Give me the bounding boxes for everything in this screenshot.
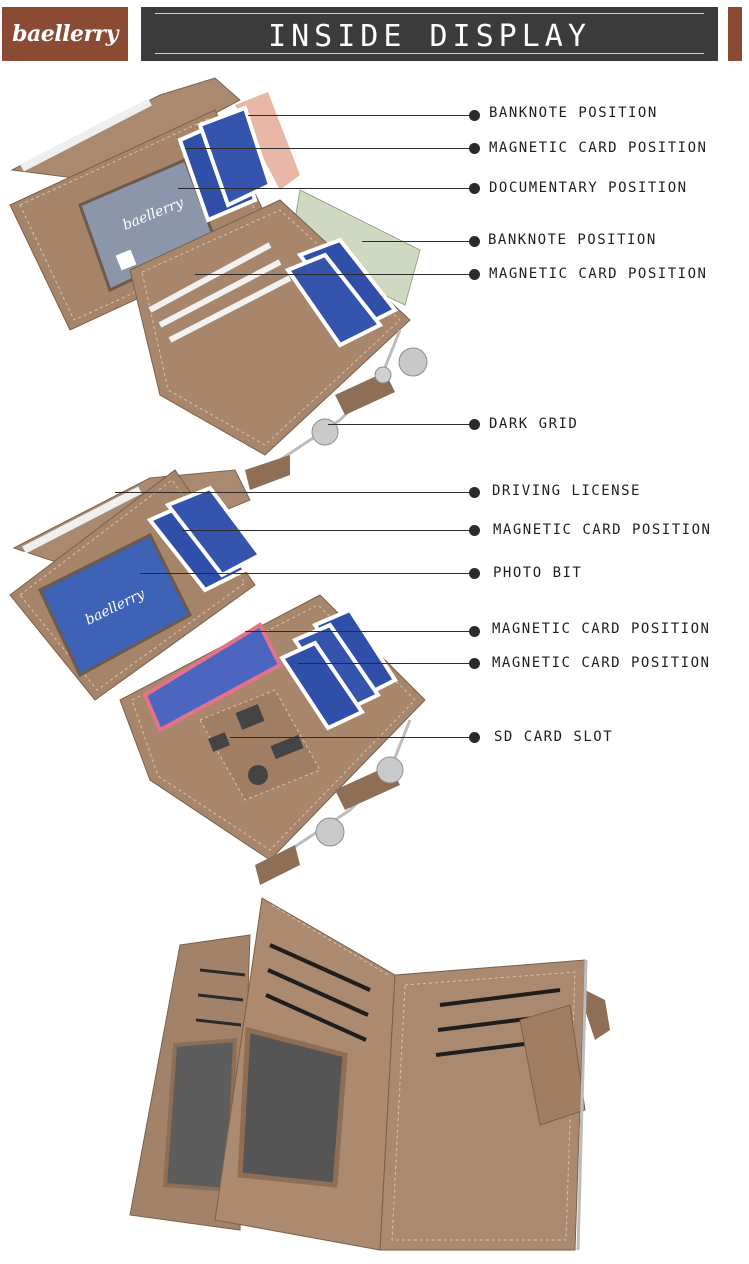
leader-line <box>178 188 475 189</box>
callout-label: MAGNETIC CARD POSITION <box>492 655 711 671</box>
leader-line <box>195 274 475 275</box>
callout-label: DOCUMENTARY POSITION <box>489 180 688 196</box>
callout-dot <box>469 525 480 536</box>
leader-line <box>230 737 475 738</box>
callout-label: MAGNETIC CARD POSITION <box>493 522 712 538</box>
title-rule-bottom <box>155 53 704 54</box>
page-title: INSIDE DISPLAY <box>268 19 591 54</box>
callout-dot <box>469 269 480 280</box>
callout-label: MAGNETIC CARD POSITION <box>492 621 711 637</box>
title-banner: INSIDE DISPLAY <box>141 7 718 61</box>
callout-dot <box>469 419 480 430</box>
leader-line <box>115 492 475 493</box>
callout-dot <box>469 658 480 669</box>
header: baellerry INSIDE DISPLAY <box>0 0 749 70</box>
callout-dot <box>469 568 480 579</box>
callout-label: DARK GRID <box>489 416 579 432</box>
leader-line <box>140 573 475 574</box>
title-accent-bar <box>728 7 742 61</box>
title-rule-top <box>155 13 704 14</box>
wallet-open-top: baellerry <box>9 77 428 490</box>
leader-line <box>328 424 475 425</box>
leader-line <box>248 115 475 116</box>
callout-dot <box>469 626 480 637</box>
leader-line <box>185 148 475 149</box>
callout-label: BANKNOTE POSITION <box>489 105 658 121</box>
callout-dot <box>469 110 480 121</box>
callout-label: MAGNETIC CARD POSITION <box>489 266 708 282</box>
callout-dot <box>469 236 480 247</box>
callout-label: MAGNETIC CARD POSITION <box>489 140 708 156</box>
brand-logo-text: baellerry <box>12 21 118 47</box>
callout-dot <box>469 487 480 498</box>
callout-dot <box>469 183 480 194</box>
wallet-standing-bottom <box>129 897 610 1251</box>
brand-logo: baellerry <box>2 7 128 61</box>
callout-label: SD CARD SLOT <box>494 729 614 745</box>
callout-label: BANKNOTE POSITION <box>488 232 657 248</box>
wallet-open-middle: baellerry <box>9 469 426 885</box>
callout-label: PHOTO BIT <box>493 565 583 581</box>
leader-line <box>298 663 475 664</box>
callout-dot <box>469 732 480 743</box>
leader-line <box>362 241 475 242</box>
callout-label: DRIVING LICENSE <box>492 483 641 499</box>
leader-line <box>182 530 475 531</box>
leader-line <box>245 631 475 632</box>
callout-dot <box>469 143 480 154</box>
